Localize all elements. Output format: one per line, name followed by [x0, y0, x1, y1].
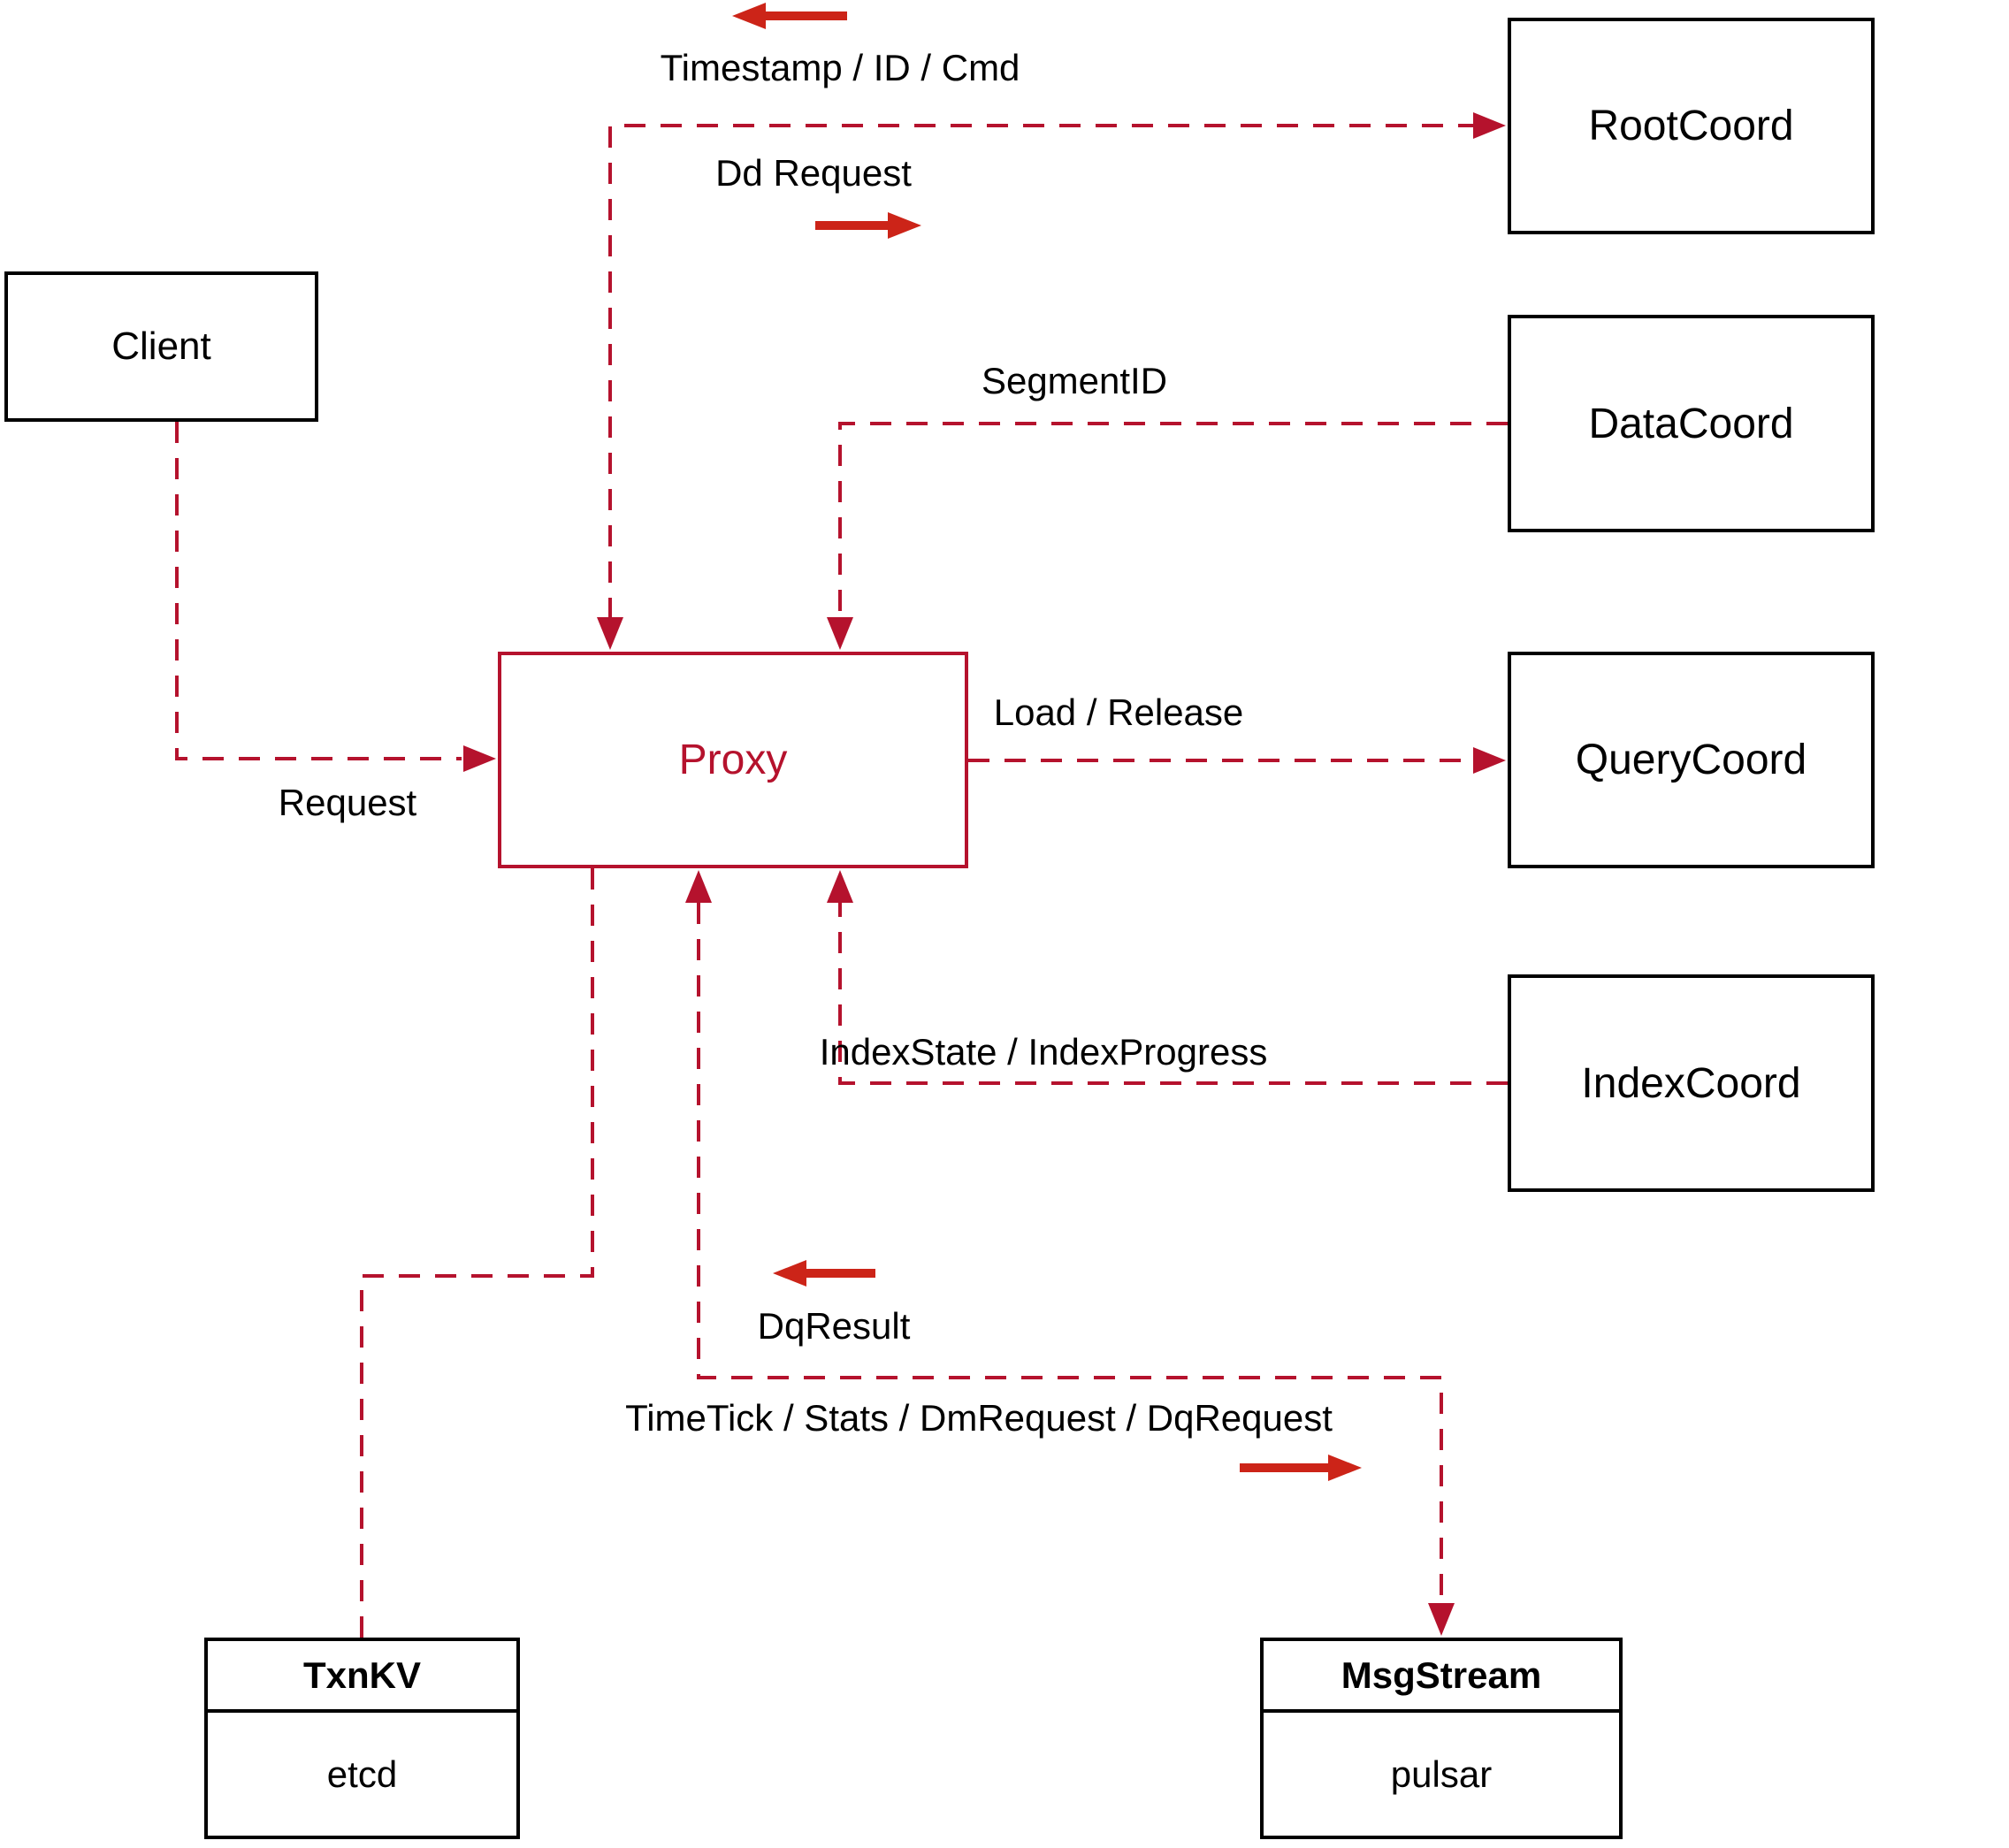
arrowhead-into-proxy-top-left: [597, 617, 623, 650]
arrowhead-into-rootcoord: [1473, 112, 1506, 139]
node-querycoord-label: QueryCoord: [1575, 737, 1807, 783]
node-datacoord-label: DataCoord: [1588, 400, 1794, 447]
edge-label-dq-result: DqResult: [757, 1305, 911, 1347]
node-indexcoord-label: IndexCoord: [1581, 1059, 1801, 1107]
edge-label-timestamp: Timestamp / ID / Cmd: [660, 47, 1020, 88]
edge-label-load-release: Load / Release: [993, 691, 1244, 733]
node-client: Client: [4, 271, 318, 422]
edge-client-proxy: [175, 422, 462, 760]
direction-arrow-dqresult-left: [773, 1260, 875, 1287]
node-client-label: Client: [111, 325, 211, 368]
edge-proxy-txnkv: [360, 868, 594, 1638]
edge-label-request: Request: [278, 782, 417, 823]
edge-label-timetick: TimeTick / Stats / DmRequest / DqRequest: [625, 1397, 1333, 1439]
node-indexcoord: IndexCoord: [1508, 974, 1875, 1192]
node-msgstream-title: MsgStream: [1264, 1641, 1619, 1713]
node-datacoord: DataCoord: [1508, 315, 1875, 532]
node-txnkv: TxnKV etcd: [204, 1638, 520, 1839]
node-proxy: Proxy: [498, 652, 968, 868]
node-msgstream: MsgStream pulsar: [1260, 1638, 1623, 1839]
edge-proxy-msgstream: [697, 903, 1443, 1603]
node-rootcoord-label: RootCoord: [1588, 103, 1794, 149]
node-querycoord: QueryCoord: [1508, 652, 1875, 868]
direction-arrow-timestamp-left: [732, 3, 847, 29]
node-txnkv-subtitle: etcd: [326, 1753, 398, 1795]
edge-datacoord-proxy: [838, 422, 1508, 617]
arrowhead-into-proxy-left: [463, 745, 496, 772]
arrowhead-into-proxy-bottom-right: [827, 870, 853, 903]
edge-label-index-state: IndexState / IndexProgress: [819, 1031, 1268, 1073]
node-txnkv-title: TxnKV: [208, 1641, 516, 1713]
node-msgstream-subtitle: pulsar: [1390, 1753, 1493, 1795]
edge-indexcoord-proxy: [838, 903, 1508, 1085]
arrowhead-into-msgstream: [1428, 1603, 1455, 1636]
direction-arrow-ddrequest-right: [815, 212, 921, 239]
node-proxy-label: Proxy: [678, 737, 788, 783]
edge-proxy-rootcoord: [608, 124, 1473, 619]
edge-label-segment-id: SegmentID: [981, 360, 1168, 401]
edge-label-dd-request: Dd Request: [715, 152, 912, 194]
arrowhead-into-proxy-bottom-left: [685, 870, 712, 903]
direction-arrow-timetick-right: [1240, 1455, 1362, 1481]
node-rootcoord: RootCoord: [1508, 18, 1875, 234]
arrowhead-into-querycoord: [1473, 747, 1506, 774]
arrowhead-into-proxy-top-right: [827, 617, 853, 650]
